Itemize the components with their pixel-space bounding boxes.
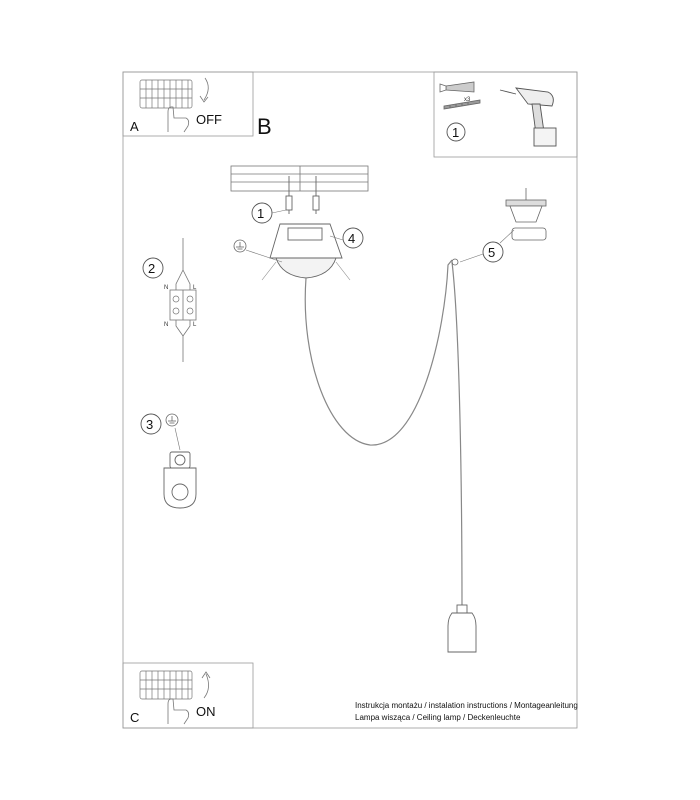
step-2-number: 2: [148, 261, 155, 276]
pendant-cable-drop: [451, 261, 463, 609]
panel-c: C ON: [130, 670, 216, 725]
step-1-number: 1: [257, 206, 264, 221]
ground-icon: [233, 239, 247, 253]
pendant-cable: [304, 259, 453, 446]
panel-a-action: OFF: [196, 112, 222, 127]
panel-a: A OFF: [130, 77, 222, 134]
panel-a-box: [122, 71, 254, 137]
terminal-l-bottom: L: [193, 322, 197, 328]
panel-b-letter: B: [257, 114, 272, 139]
drill-icon: [499, 87, 557, 147]
ground-icon: [165, 413, 179, 427]
terminal-l-top: L: [193, 285, 197, 291]
fuse-box-icon: [139, 79, 193, 109]
panel-c-action: ON: [196, 704, 216, 719]
ceiling-mount: 1 4: [230, 165, 369, 281]
arrow-icon: [203, 77, 209, 101]
panel-c-letter: C: [130, 710, 139, 725]
tools-quantity: x3: [464, 97, 471, 103]
step-3-number: 3: [146, 417, 153, 432]
step-5-number: 5: [488, 245, 495, 260]
hand-icon: [167, 698, 190, 725]
tools-panel: x3 1: [439, 81, 557, 147]
arrow-icon: [203, 673, 209, 699]
screw-icon: [285, 176, 320, 214]
footer-line-2: Lampa wisząca / Ceiling lamp / Deckenleu…: [355, 713, 521, 722]
outer-frame: [122, 71, 578, 729]
canopy: [269, 223, 343, 279]
wall-plug-icon: [439, 81, 475, 93]
terminal-n-top: N: [164, 285, 168, 291]
terminal-block-icon: N L N L 2: [142, 238, 197, 362]
hand-icon: [167, 106, 190, 133]
fuse-box-icon: [139, 670, 193, 700]
footer-line-1: Instrukcja montażu / instalation instruc…: [355, 701, 578, 710]
lamp-holder-icon: [447, 604, 477, 653]
tools-box: [433, 71, 578, 158]
cable-clamp-detail: 5: [451, 188, 547, 266]
panel-a-letter: A: [130, 119, 139, 134]
tools-step: 1: [452, 125, 459, 140]
panel-c-box: [122, 662, 254, 729]
ground-terminal: 3: [140, 413, 197, 509]
screw-icon: [443, 99, 481, 110]
step-4-number: 4: [348, 231, 355, 246]
terminal-n-bottom: N: [164, 322, 168, 328]
